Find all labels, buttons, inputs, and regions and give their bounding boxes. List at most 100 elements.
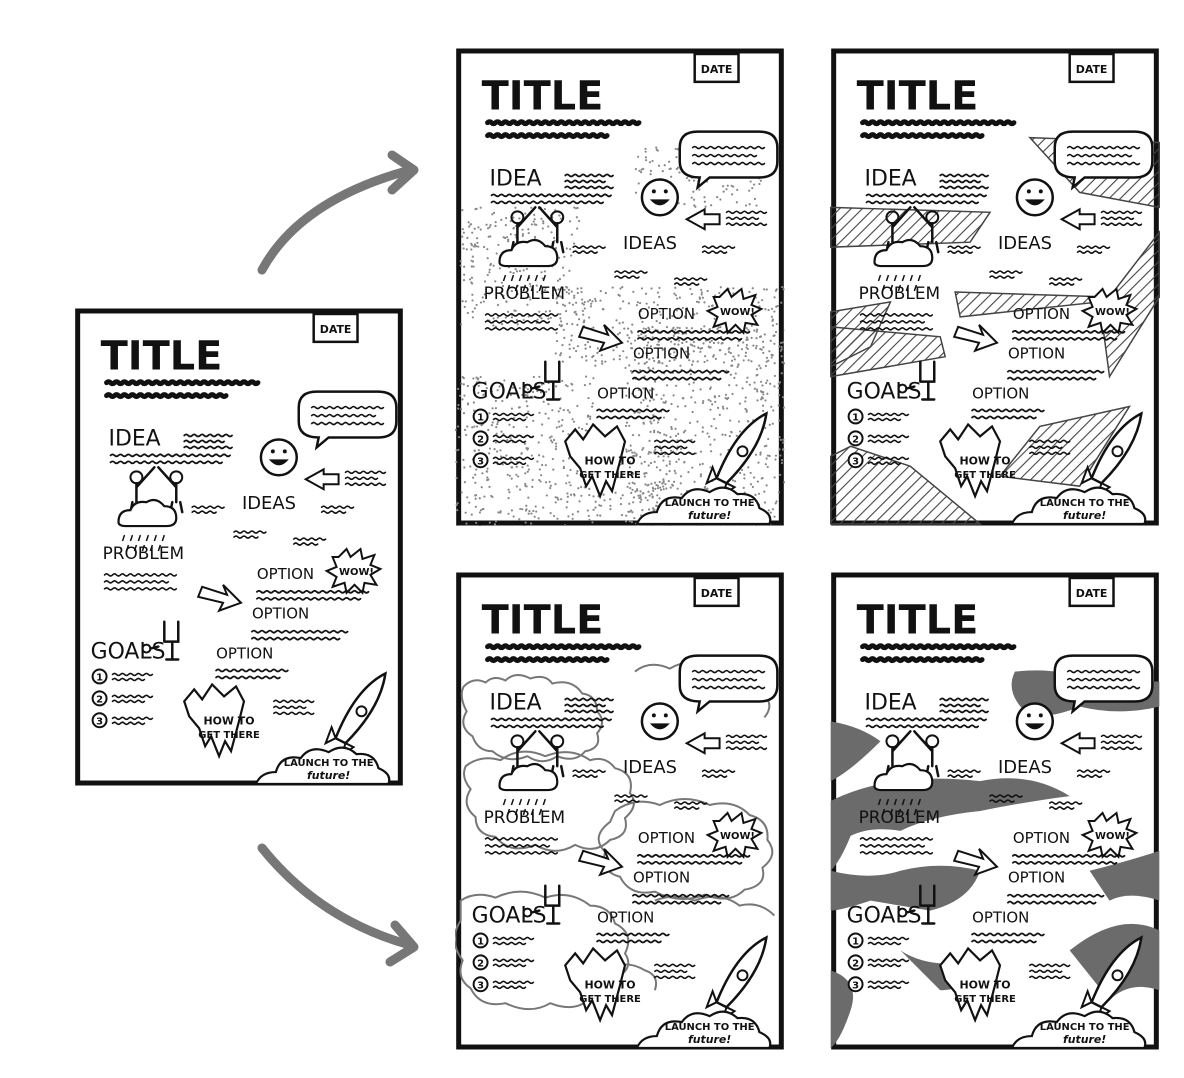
scribble-line <box>614 794 648 798</box>
number-1: 1 <box>477 412 484 423</box>
rocket-icon <box>1079 411 1143 498</box>
scribble-line <box>1100 740 1135 745</box>
scribble-line <box>989 275 1015 279</box>
scribble-line <box>939 185 989 190</box>
mountain-icon <box>563 422 627 500</box>
idea-label: IDEA <box>490 166 542 191</box>
scribble-line <box>725 740 760 745</box>
ideas-label: IDEAS <box>242 493 296 514</box>
mountain-icon <box>938 422 1002 500</box>
scribble-line <box>104 379 261 387</box>
speech-bubble <box>297 390 398 451</box>
scribble-line <box>691 669 766 674</box>
scribble-line <box>860 656 985 664</box>
scribble-line <box>1076 250 1103 254</box>
card-stippled-svg: DATETITLEIDEAIDEASPROBLEMWOW!OPTIONOPTIO… <box>455 48 785 526</box>
scribble-line <box>701 769 736 773</box>
problem-label: PROBLEM <box>484 807 566 827</box>
scribble-line <box>637 336 743 341</box>
scribble-line <box>637 853 751 858</box>
scribble-line <box>256 589 370 594</box>
rain-cloud-icon <box>498 762 559 816</box>
launch-label-2: future! <box>688 509 731 522</box>
scribble-line <box>989 794 1023 798</box>
scribble-line <box>492 412 535 417</box>
scribble-line <box>859 844 926 848</box>
scribble-line <box>251 629 349 634</box>
scribble-line <box>492 958 535 963</box>
option-2-label: OPTION <box>1008 345 1065 363</box>
wow-burst <box>1080 811 1139 859</box>
scribble-line <box>654 969 688 974</box>
left-arrow <box>684 731 721 755</box>
scribble-line <box>691 685 766 690</box>
scribble-line <box>215 675 281 680</box>
goals-label: GOALS <box>847 380 922 405</box>
scribble-line <box>637 329 751 334</box>
scribble-line <box>564 697 614 702</box>
how-to-label-2: GET THERE <box>954 994 1016 1005</box>
number-3: 3 <box>477 980 484 991</box>
scribble-line <box>867 958 910 963</box>
scribble-line <box>701 245 736 249</box>
scribble-line <box>1076 769 1111 773</box>
number-circle-1 <box>847 932 864 949</box>
scribble-line <box>492 936 535 941</box>
scribble-line <box>572 250 598 254</box>
scribble-line <box>111 672 154 677</box>
scribble-line <box>183 433 233 438</box>
scribble-line <box>859 313 934 317</box>
right-arrow <box>952 324 999 353</box>
scribble-line <box>673 801 708 805</box>
scribble-line <box>867 456 910 461</box>
scribble-line <box>691 161 766 166</box>
idea-label: IDEA <box>109 426 161 451</box>
scribble-line <box>867 434 910 439</box>
scribble-line <box>564 185 614 190</box>
speech-bubble <box>1053 130 1154 191</box>
goals-label: GOALS <box>472 380 547 405</box>
card-title: TITLE <box>857 598 979 644</box>
how-to-label-2: GET THERE <box>579 994 641 1005</box>
scribble-line <box>859 851 934 855</box>
scribble-line <box>1076 774 1103 778</box>
scribble-line <box>654 963 696 968</box>
wow-label: WOW! <box>339 567 374 578</box>
scribble-line <box>865 724 979 729</box>
scribble-line <box>859 320 926 324</box>
scribble-line <box>725 210 768 215</box>
scribble-line <box>191 505 225 509</box>
arrow-up <box>257 165 415 275</box>
how-to-label-1: HOW TO <box>584 454 635 467</box>
scribble-line <box>492 985 527 990</box>
scribble-line <box>191 510 217 514</box>
rain-cloud-icon <box>873 238 934 292</box>
scribble-line <box>725 734 768 739</box>
scribble-line <box>654 439 696 444</box>
number-circle-1 <box>472 932 489 949</box>
scribble-line <box>865 717 987 722</box>
scribble-line <box>1100 216 1135 221</box>
number-3: 3 <box>96 716 103 727</box>
scribble-line <box>614 799 640 803</box>
scribble-line <box>939 173 989 178</box>
scribble-line <box>273 699 315 704</box>
ideas-label: IDEAS <box>998 233 1052 254</box>
scribble-line <box>215 668 289 673</box>
scribble-line <box>492 456 535 461</box>
scribble-line <box>947 250 973 254</box>
scribble-line <box>1029 975 1071 980</box>
scribble-line <box>947 774 973 778</box>
scribble-line <box>111 716 154 721</box>
right-arrow <box>577 324 624 353</box>
scribble-line <box>867 941 902 946</box>
scribble-line <box>490 193 612 198</box>
how-to-label-1: HOW TO <box>959 454 1010 467</box>
scribble-line <box>654 451 696 456</box>
date-box <box>693 52 740 84</box>
goal-post-icon <box>522 884 561 925</box>
smiley-face <box>640 178 680 217</box>
